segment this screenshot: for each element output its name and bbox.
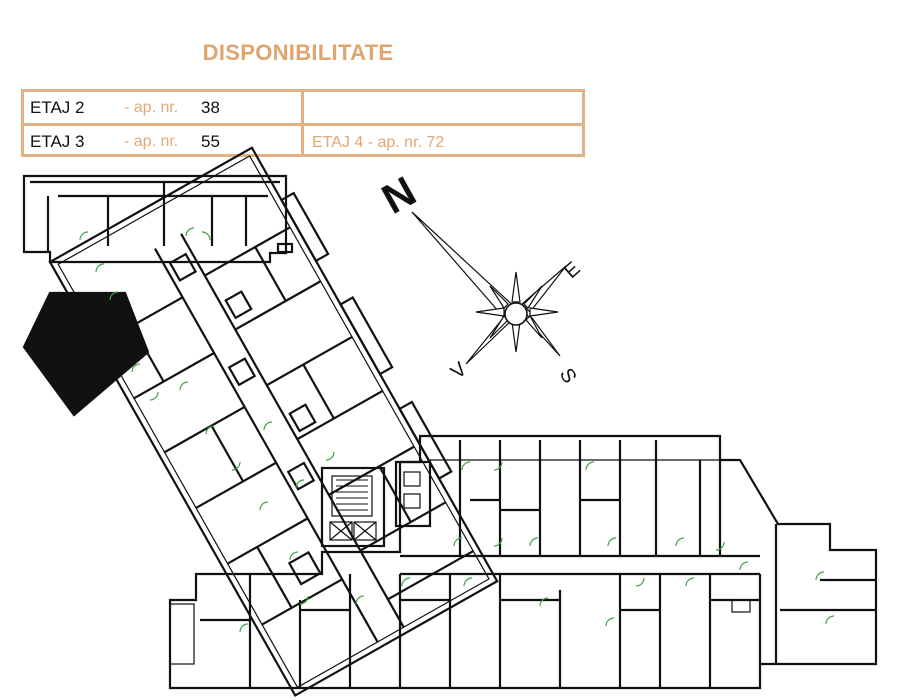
- stair-core: [320, 460, 432, 548]
- availability-extra: ETAJ 4 - ap. nr. 72: [312, 134, 445, 151]
- apartment-number: 38: [201, 98, 220, 117]
- apartment-number: 55: [201, 132, 220, 151]
- door-swings: [79, 227, 835, 633]
- horizontal-wing: [168, 434, 878, 690]
- compass-north-label: N: [374, 167, 423, 223]
- floor-label: ETAJ 3: [30, 132, 85, 151]
- apartment-prefix: - ap. nr.: [124, 133, 179, 150]
- wing-head: [22, 174, 294, 264]
- availability-table: ETAJ 2 - ap. nr. 38 ETAJ 3 - ap. nr. 55 …: [21, 89, 585, 157]
- compass-east-label: E: [560, 258, 585, 283]
- highlighted-apartment: [22, 291, 150, 417]
- availability-cell-left: ETAJ 2 - ap. nr. 38: [24, 92, 304, 123]
- availability-cell-left: ETAJ 3 - ap. nr. 55: [24, 126, 304, 157]
- compass-south-label: S: [555, 365, 581, 388]
- floor-label: ETAJ 2: [30, 98, 85, 117]
- availability-row: ETAJ 3 - ap. nr. 55 ETAJ 4 - ap. nr. 72: [24, 126, 582, 157]
- apartment-prefix: - ap. nr.: [124, 99, 179, 116]
- page-title: DISPONIBILITATE: [202, 40, 394, 65]
- compass-rose: [411, 211, 567, 365]
- availability-cell-right: ETAJ 4 - ap. nr. 72: [307, 126, 582, 157]
- availability-row: ETAJ 2 - ap. nr. 38: [24, 92, 582, 126]
- diagonal-wing: [48, 146, 499, 697]
